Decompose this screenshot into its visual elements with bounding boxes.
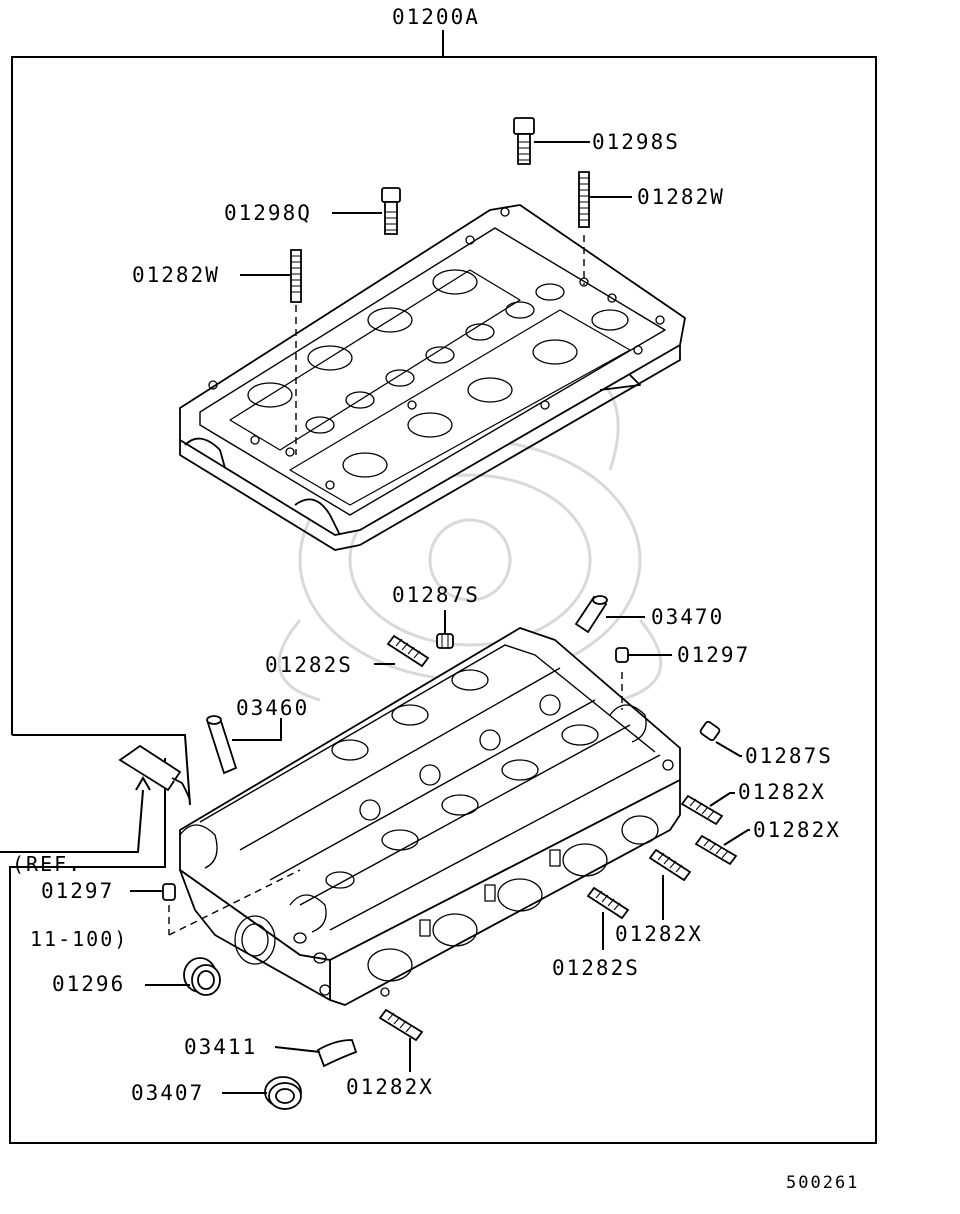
part-guide-03460 <box>207 716 236 773</box>
leader-lines <box>130 142 750 1093</box>
part-stud-01282W-right <box>579 172 589 227</box>
part-stud-01282X-3 <box>650 850 690 880</box>
cam-carrier-frame <box>180 205 685 550</box>
part-seal-01296 <box>184 958 220 995</box>
part-bolt-01298Q <box>382 188 400 234</box>
callout-01282X-3[interactable]: 01282X <box>615 922 703 946</box>
callout-03460[interactable]: 03460 <box>236 696 310 720</box>
assembly-frame <box>0 30 876 1143</box>
part-stud-01282X-1 <box>682 796 722 824</box>
part-pin-01297-left <box>163 884 175 900</box>
callout-01282X-bottom[interactable]: 01282X <box>346 1075 434 1099</box>
callout-01282S-bottom[interactable]: 01282S <box>552 956 640 980</box>
part-stud-01282S-top <box>388 636 428 666</box>
callout-01282W-left[interactable]: 01282W <box>132 263 220 287</box>
callout-03407[interactable]: 03407 <box>131 1081 205 1105</box>
part-ring-03411 <box>318 1040 356 1066</box>
part-stud-01282W-left <box>291 250 301 302</box>
callout-01287S-right[interactable]: 01287S <box>745 744 833 768</box>
part-seal-03407 <box>265 1077 301 1109</box>
reference-line-2: 11-100) <box>30 927 129 951</box>
part-stud-01282S-bottom <box>588 888 628 918</box>
diagram-id-label: 500261 <box>786 1173 860 1193</box>
sealant-tube-icon <box>120 746 190 800</box>
callout-01296[interactable]: 01296 <box>52 972 126 996</box>
callout-01298S[interactable]: 01298S <box>592 130 680 154</box>
cylinder-head <box>169 628 680 1005</box>
part-bolt-01298S <box>514 118 534 164</box>
reference-note: (REF. 11-100) <box>12 802 128 977</box>
callout-01282S-top[interactable]: 01282S <box>265 653 353 677</box>
part-nut-01287S-top <box>437 634 453 648</box>
callout-01297-right[interactable]: 01297 <box>677 643 751 667</box>
callout-01297-left[interactable]: 01297 <box>41 879 115 903</box>
part-stud-01282X-2 <box>696 836 736 864</box>
callout-03470[interactable]: 03470 <box>651 605 725 629</box>
callout-01282W-right[interactable]: 01282W <box>637 185 725 209</box>
part-stud-01282X-bottom <box>380 1010 422 1040</box>
reference-line-1: (REF. <box>12 852 83 876</box>
callout-01282X-2[interactable]: 01282X <box>753 818 841 842</box>
callout-01298Q[interactable]: 01298Q <box>224 201 312 225</box>
assembly-code-label: 01200A <box>392 5 480 29</box>
callout-03411[interactable]: 03411 <box>184 1035 258 1059</box>
part-pin-01297-right <box>616 648 628 662</box>
callout-01287S-top[interactable]: 01287S <box>392 583 480 607</box>
part-nut-01287S-right <box>699 721 720 742</box>
callout-01282X-1[interactable]: 01282X <box>738 780 826 804</box>
part-guide-03470 <box>576 596 607 632</box>
